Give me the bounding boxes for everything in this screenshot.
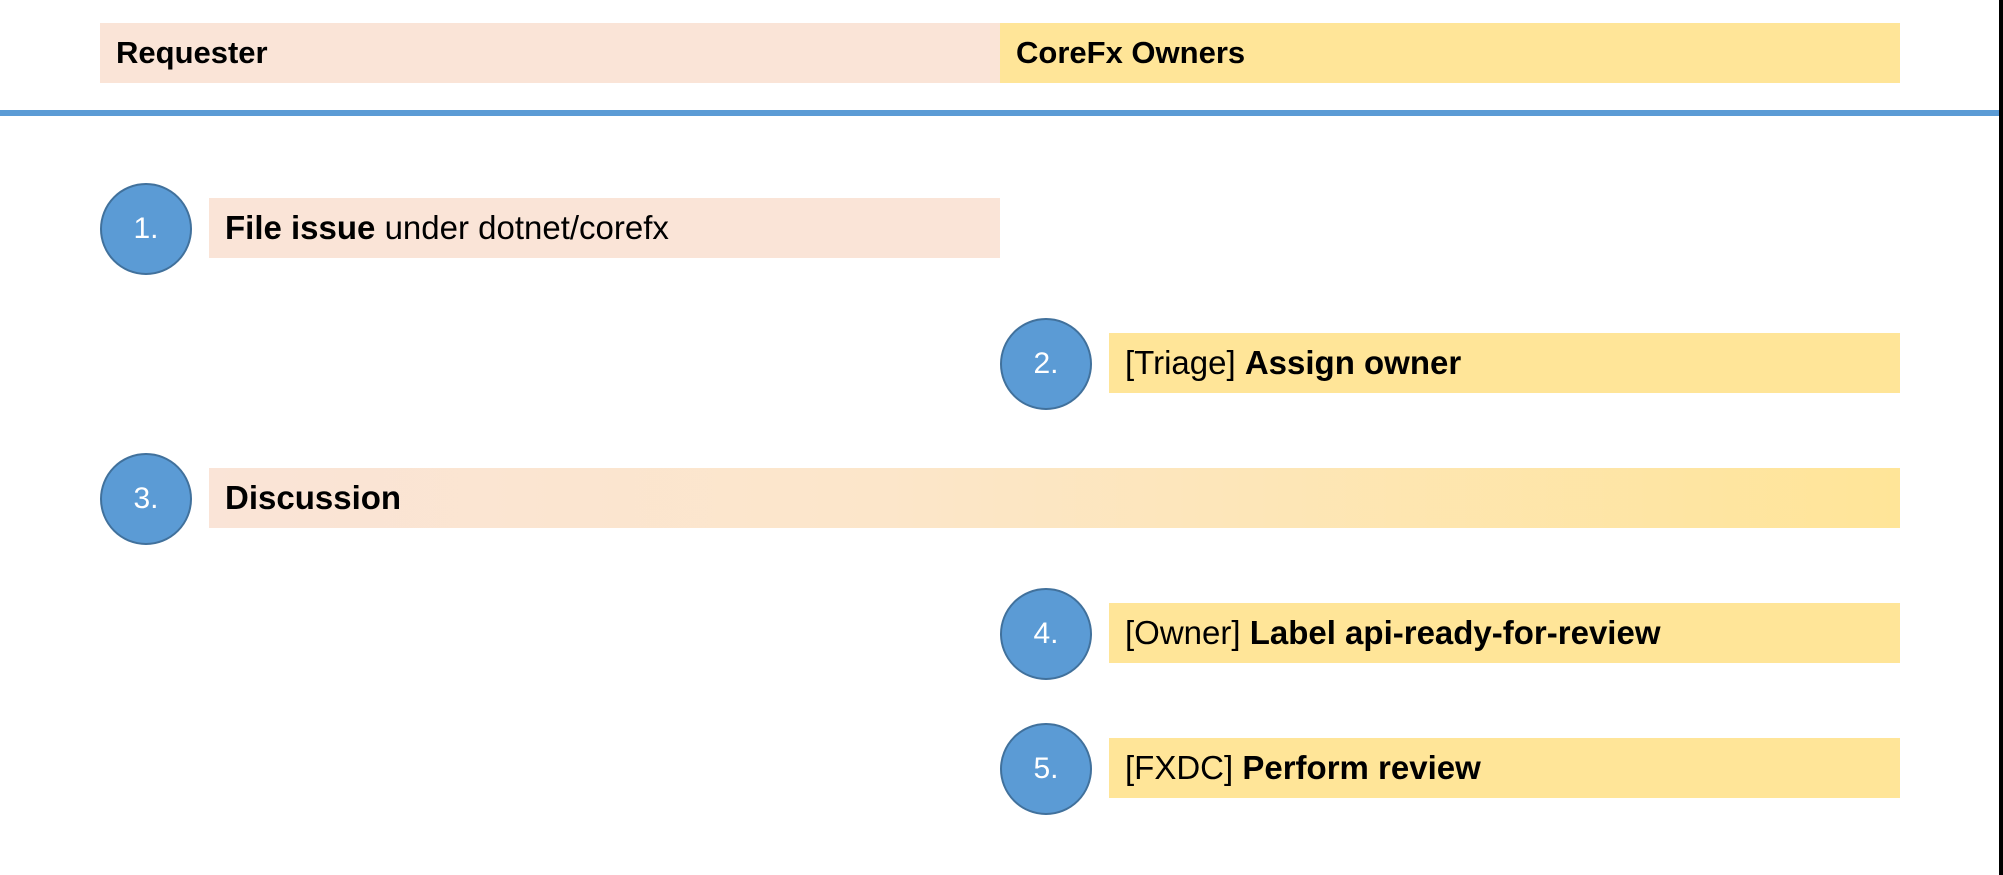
step-5-bar: [FXDC] Perform review	[1109, 738, 1900, 798]
step-1-bar: File issue under dotnet/corefx	[209, 198, 1000, 258]
lane-header-requester: Requester	[100, 23, 1000, 83]
step-4-number-circle: 4.	[1000, 588, 1092, 680]
step-1-number-circle: 1.	[100, 183, 192, 275]
step-2-title: Assign owner	[1244, 344, 1462, 381]
step-4-bar: [Owner] Label api-ready-for-review	[1109, 603, 1900, 663]
step-3-title: Discussion	[225, 479, 402, 516]
step-5-number: 5.	[1033, 752, 1059, 785]
step-5-title: Perform review	[1242, 749, 1481, 786]
step-2-number: 2.	[1033, 347, 1059, 380]
step-4-title: Label api-ready-for-review	[1249, 614, 1661, 651]
step-1-suffix: under dotnet/corefx	[375, 209, 669, 246]
step-2-number-circle: 2.	[1000, 318, 1092, 410]
step-5-number-circle: 5.	[1000, 723, 1092, 815]
step-3-bar: Discussion	[209, 468, 1900, 528]
step-2-bar: [Triage] Assign owner	[1109, 333, 1900, 393]
header-divider	[0, 110, 2000, 116]
lane-header-requester-label: Requester	[116, 35, 268, 70]
step-4-prefix: [Owner]	[1125, 614, 1250, 651]
step-1-number: 1.	[133, 212, 159, 245]
step-3-number: 3.	[133, 482, 159, 515]
step-5-prefix: [FXDC]	[1125, 749, 1243, 786]
right-edge-bar	[1999, 0, 2003, 875]
step-3-number-circle: 3.	[100, 453, 192, 545]
step-1-title: File issue	[225, 209, 376, 246]
step-4-number: 4.	[1033, 617, 1059, 650]
step-2-prefix: [Triage]	[1125, 344, 1245, 381]
lane-header-owners: CoreFx Owners	[1000, 23, 1900, 83]
lane-header-owners-label: CoreFx Owners	[1016, 35, 1246, 70]
